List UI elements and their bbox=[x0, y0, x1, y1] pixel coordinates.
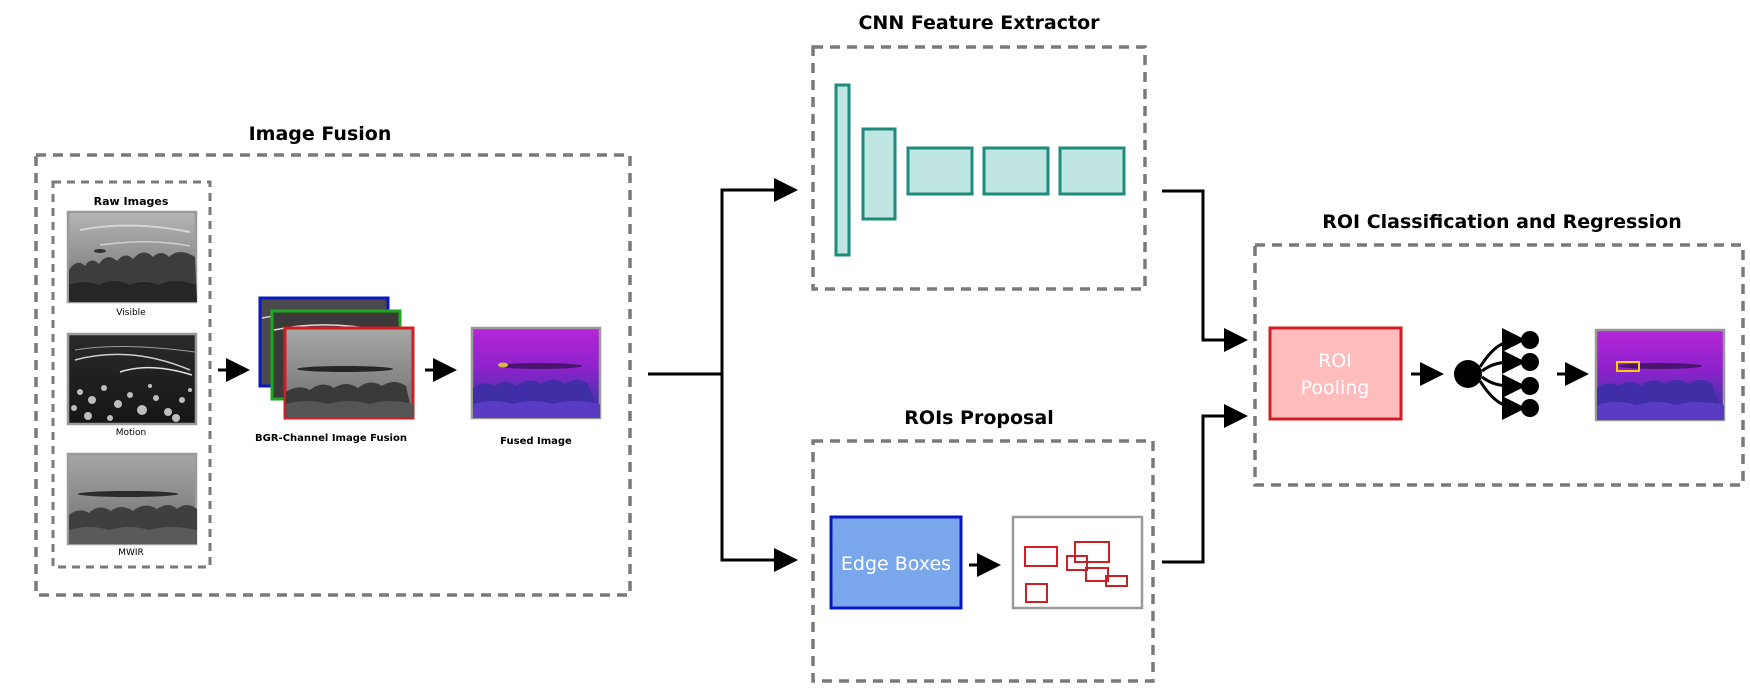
image-fusion-border bbox=[34, 153, 632, 597]
image-fusion-title: Image Fusion bbox=[249, 123, 392, 145]
proposals-image bbox=[1011, 515, 1144, 610]
cnn-title: CNN Feature Extractor bbox=[858, 12, 1100, 34]
roi-cls-border bbox=[1253, 243, 1745, 487]
roi-pooling-block bbox=[1268, 326, 1403, 421]
edge-boxes-block bbox=[829, 515, 963, 610]
merge-connectors bbox=[1162, 189, 1248, 564]
roi-cls-title: ROI Classification and Regression bbox=[1322, 211, 1681, 233]
mwir-label: MWIR bbox=[118, 548, 144, 558]
bgr-channel-stack bbox=[258, 296, 415, 420]
motion-label: Motion bbox=[116, 428, 147, 438]
cnn-layer-1 bbox=[834, 83, 851, 257]
cnn-layer-4 bbox=[982, 146, 1050, 196]
cnn-layer-2 bbox=[861, 127, 897, 221]
roi-pooling-line1: ROI bbox=[1318, 350, 1352, 372]
visible-image bbox=[66, 210, 198, 304]
branch-connector bbox=[648, 178, 798, 572]
detection-output-image bbox=[1594, 328, 1726, 422]
cnn-layer-5 bbox=[1058, 146, 1126, 196]
cnn-border bbox=[811, 45, 1147, 291]
raw-images-border bbox=[51, 180, 212, 569]
bgr-fusion-label: BGR-Channel Image Fusion bbox=[255, 433, 407, 444]
roi-cls-section: ROI Classification and Regression ROI Po… bbox=[1253, 211, 1745, 487]
fused-image-label: Fused Image bbox=[500, 436, 572, 447]
rois-title: ROIs Proposal bbox=[904, 407, 1053, 429]
rois-section: ROIs Proposal Edge Boxes bbox=[811, 407, 1155, 683]
edge-boxes-label: Edge Boxes bbox=[841, 553, 951, 575]
cnn-layer-3 bbox=[906, 146, 974, 196]
image-fusion-section: Image Fusion Raw Images Visible bbox=[34, 123, 632, 597]
fused-image bbox=[470, 326, 602, 420]
mwir-image bbox=[66, 452, 198, 546]
motion-image bbox=[66, 332, 198, 426]
fc-layer-icon bbox=[1454, 328, 1539, 420]
visible-label: Visible bbox=[116, 308, 146, 318]
rois-border bbox=[811, 439, 1155, 683]
raw-images-title: Raw Images bbox=[94, 195, 169, 208]
roi-pooling-line2: Pooling bbox=[1301, 377, 1370, 399]
cnn-section: CNN Feature Extractor bbox=[811, 12, 1147, 291]
